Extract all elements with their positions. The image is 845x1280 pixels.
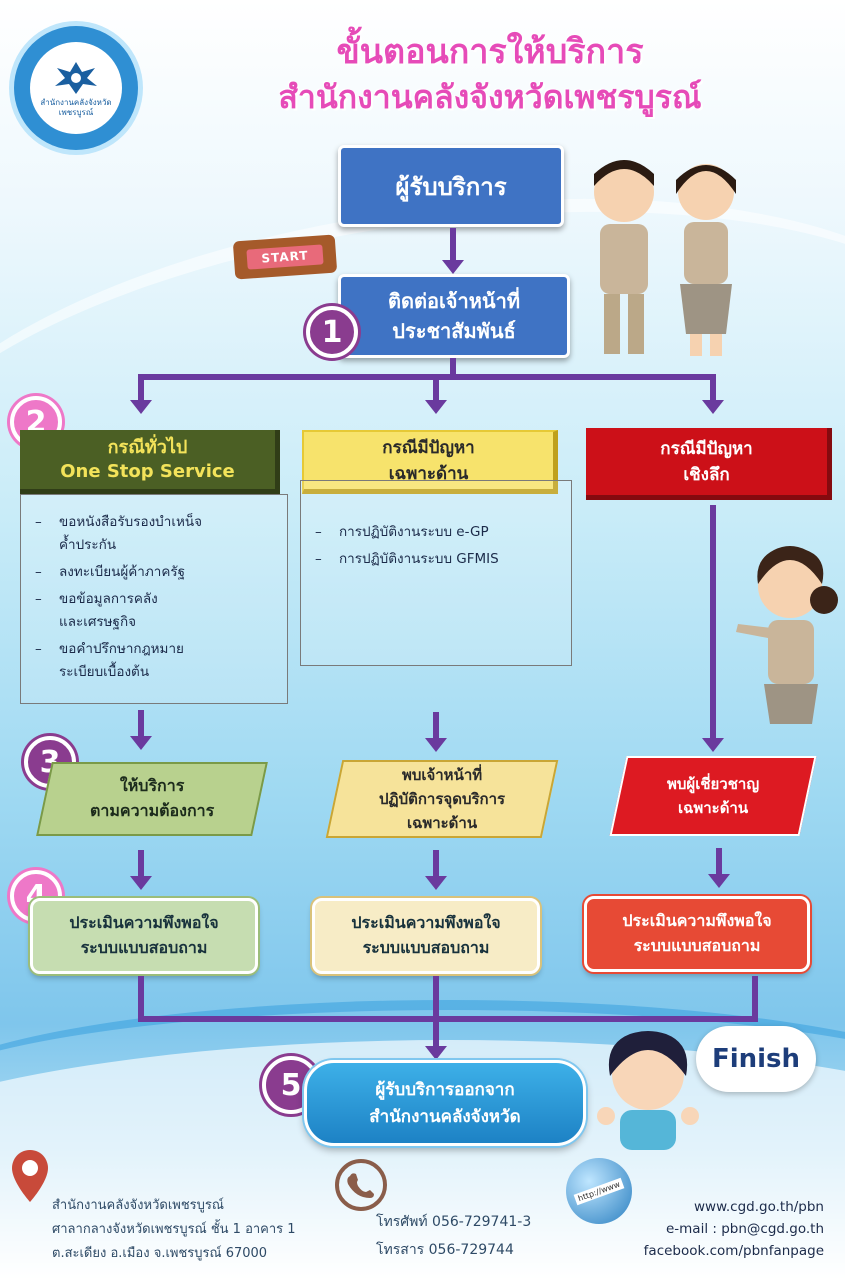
- arrow-head-icon: [442, 260, 464, 274]
- flow-arrow: [138, 976, 144, 1020]
- flow-arrow: [710, 374, 716, 402]
- eval-specific-box: ประเมินความพึงพอใจ ระบบแบบสอบถาม: [312, 898, 540, 974]
- expert-figure-icon: [736, 546, 838, 724]
- case-general-panel: ขอหนังสือรับรองบำเหน็จ ค้ำประกัน ลงทะเบี…: [20, 494, 288, 704]
- list-item: การปฏิบัติงานระบบ GFMIS: [311, 548, 565, 571]
- case-specific-box: กรณีมีปัญหา เฉพาะด้าน: [302, 430, 558, 494]
- flow-arrow: [433, 1016, 439, 1048]
- flow-arrow: [433, 712, 439, 740]
- flow-arrow: [433, 976, 439, 1020]
- arrow-head-icon: [425, 876, 447, 890]
- list-item: ขอข้อมูลการคลัง และเศรษฐกิจ: [31, 588, 281, 634]
- general-service-list: ขอหนังสือรับรองบำเหน็จ ค้ำประกัน ลงทะเบี…: [31, 511, 281, 684]
- step1-box: ติดต่อเจ้าหน้าที่ ประชาสัมพันธ์: [338, 274, 570, 358]
- arrow-head-icon: [425, 738, 447, 752]
- recipient-box: ผู้รับบริการ: [338, 145, 564, 227]
- finish-cloud: Finish: [696, 1026, 816, 1092]
- service-deep-box: พบผู้เชี่ยวชาญ เฉพาะด้าน: [609, 756, 817, 836]
- facebook-link[interactable]: facebook.com/pbnfanpage: [643, 1243, 824, 1259]
- flow-arrow: [433, 850, 439, 878]
- phone-icon: [335, 1159, 387, 1211]
- footer-online-contacts: www.cgd.go.th/pbn e-mail : pbn@cgd.go.th…: [588, 1196, 824, 1262]
- arrow-head-icon: [130, 400, 152, 414]
- eval-deep-box: ประเมินความพึงพอใจ ระบบแบบสอบถาม: [584, 896, 810, 972]
- map-pin-icon: [12, 1150, 48, 1202]
- arrow-head-icon: [702, 400, 724, 414]
- website-link[interactable]: www.cgd.go.th/pbn: [693, 1199, 824, 1215]
- treasury-logo: สำนักงานคลังจังหวัดเพชรบูรณ์: [14, 26, 138, 150]
- globe-icon: http://www: [566, 1158, 632, 1224]
- service-specific-box: พบเจ้าหน้าที่ ปฏิบัติการจุดบริการ เฉพาะด…: [325, 760, 559, 838]
- flow-branch-line: [138, 374, 716, 380]
- girl-finish-figure-icon: [597, 1031, 699, 1150]
- officials-figure-icon: [594, 160, 736, 356]
- arrow-head-icon: [425, 400, 447, 414]
- flow-arrow: [138, 374, 144, 402]
- start-label: START: [246, 244, 324, 270]
- eval-general-box: ประเมินความพึงพอใจ ระบบแบบสอบถาม: [30, 898, 258, 974]
- case-deep-box: กรณีมีปัญหา เชิงลึก: [586, 428, 832, 500]
- step1-number: 1: [306, 306, 358, 358]
- background-swoosh-blue: [0, 1000, 845, 1210]
- arrow-head-icon: [130, 736, 152, 750]
- list-item: ขอคำปรึกษากฎหมาย ระเบียบเบื้องต้น: [31, 638, 281, 684]
- service-general-box: ให้บริการ ตามความต้องการ: [36, 762, 268, 836]
- case-general-box: กรณีทั่วไป One Stop Service: [20, 430, 280, 494]
- list-item: ลงทะเบียนผู้ค้าภาครัฐ: [31, 561, 281, 584]
- specific-service-list: การปฏิบัติงานระบบ e-GP การปฏิบัติงานระบบ…: [311, 521, 565, 571]
- arrow-head-icon: [425, 1046, 447, 1060]
- arrow-head-icon: [702, 738, 724, 752]
- flow-arrow: [752, 976, 758, 1020]
- flow-arrow: [710, 505, 716, 741]
- logo-text: สำนักงานคลังจังหวัดเพชรบูรณ์: [40, 98, 112, 117]
- flow-arrow: [433, 374, 439, 402]
- start-badge: START: [232, 234, 338, 280]
- flow-arrow: [138, 710, 144, 738]
- arrow-head-icon: [708, 874, 730, 888]
- flow-arrow: [716, 848, 722, 876]
- arrow-head-icon: [130, 876, 152, 890]
- flow-arrow: [450, 228, 456, 262]
- list-item: การปฏิบัติงานระบบ e-GP: [311, 521, 565, 544]
- footer-phones: โทรศัพท์ 056-729741-3 โทรสาร 056-729744: [376, 1214, 532, 1258]
- flow-arrow: [138, 850, 144, 878]
- page-title: ขั้นตอนการให้บริการ: [336, 32, 644, 72]
- page-subtitle: สำนักงานคลังจังหวัดเพชรบูรณ์: [278, 78, 702, 116]
- email-link[interactable]: e-mail : pbn@cgd.go.th: [665, 1221, 824, 1237]
- list-item: ขอหนังสือรับรองบำเหน็จ ค้ำประกัน: [31, 511, 281, 557]
- flow-merge-line: [138, 1016, 758, 1022]
- case-specific-panel: การปฏิบัติงานระบบ e-GP การปฏิบัติงานระบบ…: [300, 480, 572, 666]
- garuda-emblem-icon: [55, 62, 97, 94]
- final-step-box: ผู้รับบริการออกจาก สำนักงานคลังจังหวัด: [304, 1060, 586, 1146]
- footer-address: สำนักงานคลังจังหวัดเพชรบูรณ์ ศาลากลางจัง…: [52, 1198, 296, 1261]
- flow-arrow: [450, 358, 456, 376]
